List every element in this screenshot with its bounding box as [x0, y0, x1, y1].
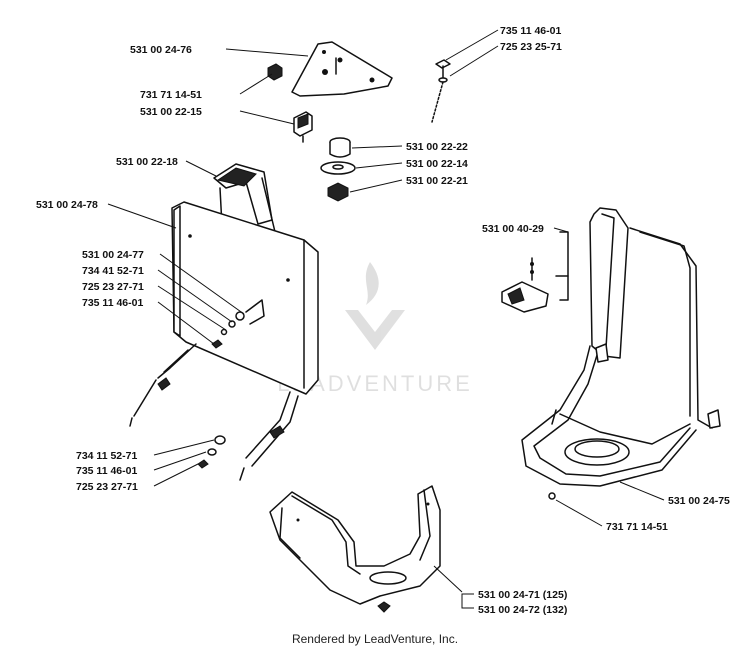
- nut-large: [327, 182, 349, 202]
- label-531-00-24-78: 531 00 24-78: [36, 199, 98, 211]
- label-531-00-24-77: 531 00 24-77: [82, 249, 144, 261]
- label-734-11-52-71: 734 11 52-71: [76, 450, 137, 462]
- label-735-11-46-01-mid: 735 11 46-01: [82, 297, 143, 309]
- watermark-logo: [345, 262, 405, 350]
- bolt-top: [431, 59, 451, 123]
- nut-small-top: [267, 63, 283, 81]
- part-labels: 531 00 24-76 731 71 14-51 531 00 22-15 7…: [36, 25, 730, 616]
- footer-credit: Rendered by LeadVenture, Inc.: [291, 632, 459, 646]
- washer-large: [320, 161, 356, 175]
- label-531-00-24-72: 531 00 24-72 (132): [478, 604, 567, 616]
- rubber-mount: [293, 111, 313, 143]
- skid-plate: [269, 485, 441, 613]
- label-531-00-22-14: 531 00 22-14: [406, 158, 468, 170]
- small-hardware-mid: [211, 311, 245, 349]
- label-731-71-14-51-top: 731 71 14-51: [140, 89, 202, 101]
- label-531-00-40-29: 531 00 40-29: [482, 223, 544, 235]
- label-531-00-22-15: 531 00 22-15: [140, 106, 202, 118]
- top-bracket-plate: [291, 41, 393, 97]
- label-725-23-25-71: 725 23 25-71: [500, 41, 562, 53]
- label-735-11-46-01-low: 735 11 46-01: [76, 465, 137, 477]
- label-734-41-52-71: 734 41 52-71: [82, 265, 144, 277]
- carrier-frame: [521, 207, 721, 500]
- label-531-00-22-21: 531 00 22-21: [406, 175, 468, 187]
- label-725-23-27-71-low: 725 23 27-71: [76, 481, 138, 493]
- label-531-00-24-71: 531 00 24-71 (125): [478, 589, 567, 601]
- lower-arms-left: [129, 343, 299, 481]
- leader-lines: [107, 29, 665, 609]
- damper-cylinder: [329, 137, 351, 158]
- small-hardware-low: [197, 435, 226, 469]
- label-531-00-22-18: 531 00 22-18: [116, 156, 178, 168]
- label-531-00-24-76: 531 00 24-76: [130, 44, 192, 56]
- frame-bracket: [501, 231, 569, 313]
- label-531-00-24-75: 531 00 24-75: [668, 495, 730, 507]
- label-735-11-46-01-top: 735 11 46-01: [500, 25, 561, 37]
- label-731-71-14-51-low: 731 71 14-51: [606, 521, 668, 533]
- label-725-23-27-71-mid: 725 23 27-71: [82, 281, 144, 293]
- back-plate: [171, 201, 319, 395]
- label-531-00-22-22: 531 00 22-22: [406, 141, 468, 153]
